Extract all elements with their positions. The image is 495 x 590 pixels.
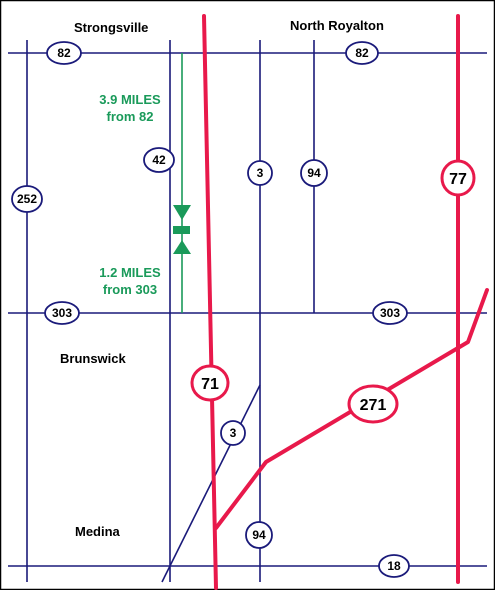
arrow-up-icon: [173, 240, 191, 254]
route-shield-icon: [247, 160, 273, 186]
interstate-77-marker: 77: [440, 159, 476, 197]
route-shield-icon: [300, 159, 328, 187]
route-94-north-marker: 94: [300, 159, 328, 187]
distance-from-82-line1: 3.9 MILES: [99, 92, 161, 107]
route-82-east-label: 82: [355, 46, 369, 60]
route-94-south-label: 94: [252, 528, 266, 542]
interstate-77-label: 77: [449, 171, 467, 188]
route-18-label: 18: [387, 559, 401, 573]
town-brunswick: Brunswick: [60, 351, 127, 366]
route-252-marker: 252: [11, 185, 43, 213]
local-roads: [8, 40, 487, 583]
route-303-east-label: 303: [380, 306, 400, 320]
route-42-label: 42: [152, 153, 166, 167]
town-medina: Medina: [75, 524, 121, 539]
location-marker: [173, 226, 190, 234]
route-18-marker: 18: [378, 554, 410, 578]
interstate-71-marker: 71: [190, 364, 230, 402]
route-82-east-marker: 82: [345, 41, 379, 65]
town-strongsville: Strongsville: [74, 20, 148, 35]
route-shield-icon: [245, 521, 273, 549]
route-42-marker: 42: [143, 147, 175, 173]
route-shield-icon: [11, 185, 43, 213]
route-82-west-label: 82: [57, 46, 71, 60]
interstate-71: [202, 14, 218, 590]
route-94-south-marker: 94: [245, 521, 273, 549]
distance-from-303-line2: from 303: [103, 282, 157, 297]
route-shield-icon: [46, 41, 82, 65]
route-303-west-marker: 303: [44, 301, 80, 325]
route-shield-icon: [220, 420, 246, 446]
interstate-271-marker: 271: [347, 384, 399, 424]
route-shield-icon: [143, 147, 175, 173]
town-north-royalton: North Royalton: [290, 18, 384, 33]
route-shield-icon: [44, 301, 80, 325]
distance-from-82-line2: from 82: [107, 109, 154, 124]
interstate-shield-icon: [190, 364, 230, 402]
route-shield-icon: [378, 554, 410, 578]
route-shield-icon: [372, 301, 408, 325]
distance-arrows: [173, 205, 191, 254]
route-82-west-marker: 82: [46, 41, 82, 65]
route-3-south-label: 3: [230, 426, 237, 440]
interstate-shield-icon: [440, 159, 476, 197]
interstate-71-label: 71: [201, 376, 219, 393]
route-94-north-label: 94: [307, 166, 321, 180]
route-303-west-label: 303: [52, 306, 72, 320]
distance-from-303-line1: 1.2 MILES: [99, 265, 161, 280]
interstate-271-label: 271: [360, 397, 387, 414]
route-3-south-marker: 3: [220, 420, 246, 446]
route-252-label: 252: [17, 192, 37, 206]
route-3-north-marker: 3: [247, 160, 273, 186]
route-shield-icon: [345, 41, 379, 65]
arrow-down-icon: [173, 205, 191, 220]
route-303-east-marker: 303: [372, 301, 408, 325]
road-3-south: [161, 384, 261, 583]
route-3-north-label: 3: [257, 166, 264, 180]
interstate-shield-icon: [347, 384, 399, 424]
